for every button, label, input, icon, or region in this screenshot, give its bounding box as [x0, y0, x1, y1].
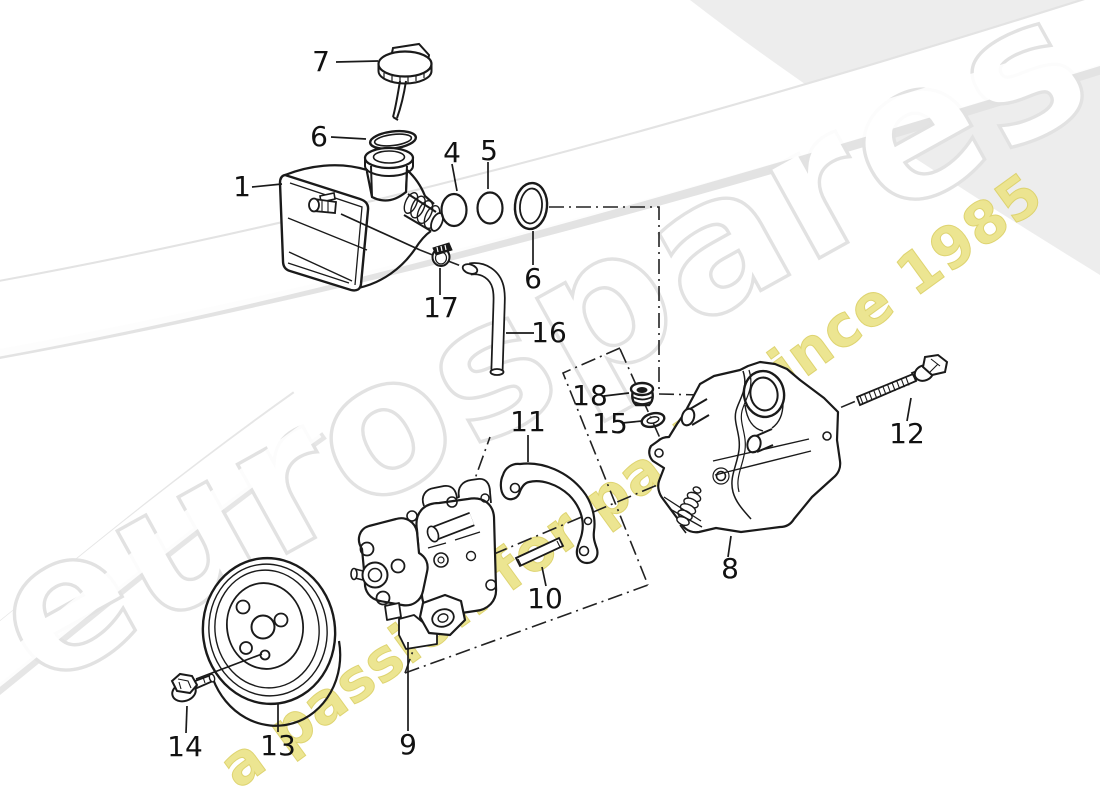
part-bolt-14-drawing — [170, 672, 216, 703]
leader-6-top — [330, 136, 367, 140]
part-bolt-12-drawing — [855, 353, 949, 407]
leader-lines — [185, 60, 912, 734]
leader-18 — [603, 392, 630, 397]
callout-15[interactable]: 15 — [592, 407, 628, 440]
leader-12 — [906, 397, 912, 422]
callout-13[interactable]: 13 — [260, 729, 296, 762]
callout-10[interactable]: 10 — [527, 582, 563, 615]
callout-18[interactable]: 18 — [572, 379, 608, 412]
leader-10 — [541, 566, 547, 587]
part-grommet-drawing — [629, 381, 655, 407]
pointer-reservoir-nipple — [340, 213, 421, 251]
callout-5[interactable]: 5 — [480, 134, 498, 167]
axis-reservoir-to-bracket — [549, 206, 745, 397]
part-support-bracket-drawing — [499, 462, 599, 565]
part-pulley-drawing — [201, 556, 342, 727]
part-hose-clamp-drawing — [431, 242, 453, 267]
callout-4[interactable]: 4 — [443, 136, 461, 169]
part-o-ring-5-drawing — [476, 191, 504, 225]
part-o-ring-4-drawing — [440, 192, 468, 228]
part-carrier-bracket-drawing — [648, 360, 842, 534]
leader-1 — [251, 183, 283, 188]
leader-15 — [621, 420, 643, 424]
leader-7 — [335, 60, 379, 63]
callout-1[interactable]: 1 — [233, 170, 251, 203]
pointer-bolt-to-pulley — [195, 653, 263, 680]
part-sealing-ring-large-drawing — [513, 181, 549, 231]
phantom-box-left — [561, 347, 649, 586]
part-reservoir-drawing — [278, 146, 444, 292]
callout-6-right[interactable]: 6 — [524, 262, 542, 295]
callout-11[interactable]: 11 — [510, 405, 546, 438]
part-filler-cap-drawing — [377, 42, 433, 121]
callout-9[interactable]: 9 — [399, 728, 417, 761]
part-o-ring-15-drawing — [640, 411, 666, 429]
callout-16[interactable]: 16 — [531, 316, 567, 349]
part-hose-drawing — [461, 262, 506, 376]
axis-hose — [419, 249, 467, 269]
callout-6-top[interactable]: 6 — [310, 120, 328, 153]
part-power-steering-pump-drawing — [350, 478, 498, 650]
leader-4 — [451, 163, 458, 192]
callout-14[interactable]: 14 — [167, 730, 203, 763]
callout-8[interactable]: 8 — [721, 552, 739, 585]
phantom-box-bottom — [404, 584, 649, 674]
callout-7[interactable]: 7 — [312, 45, 330, 78]
part-pin-drawing — [514, 536, 565, 568]
callout-12[interactable]: 12 — [889, 417, 925, 450]
leader-14 — [185, 705, 188, 734]
bolt-12-threads — [859, 377, 910, 405]
callout-17[interactable]: 17 — [423, 291, 459, 324]
leader-8 — [727, 535, 732, 558]
watermark-swoosh-overlay — [0, 34, 1100, 687]
